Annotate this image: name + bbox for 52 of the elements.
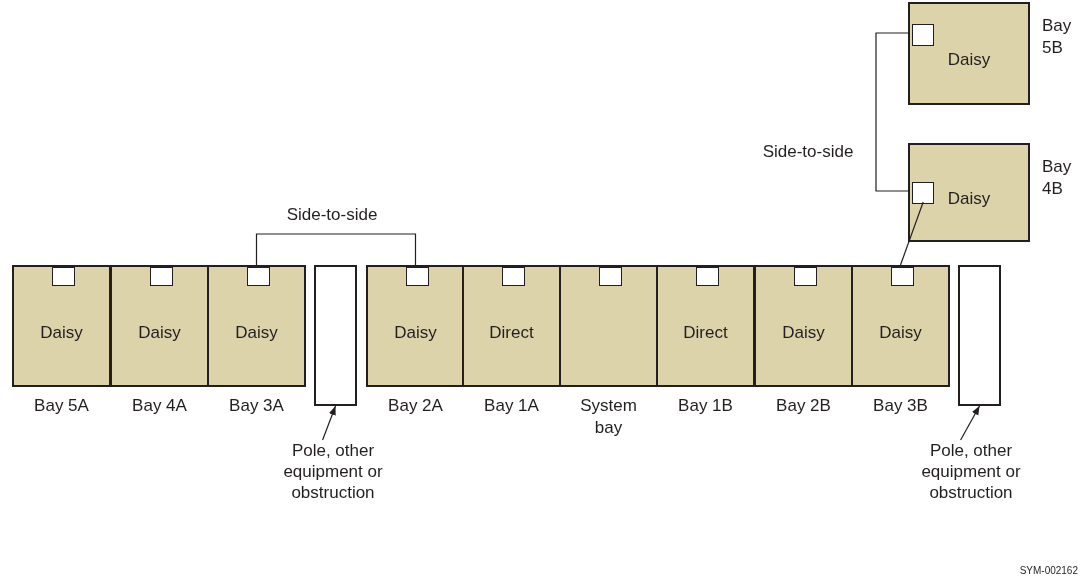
bay-name: Bay 5A xyxy=(33,395,90,417)
bay-name: Bay 2B xyxy=(775,395,832,417)
bay-name: Bay 4A xyxy=(131,395,188,417)
bay-name: Bay 4B xyxy=(1042,156,1073,200)
connector-port xyxy=(150,267,173,286)
obstruction-bar xyxy=(314,265,357,406)
leader-arrow xyxy=(322,405,337,441)
connector-port xyxy=(247,267,270,286)
obstruction-note: Pole, other equipment or obstruction xyxy=(282,440,384,503)
storage-bay xyxy=(754,265,853,387)
connector-port xyxy=(502,267,525,286)
bay-label: Daisy xyxy=(235,321,278,343)
storage-bay xyxy=(656,265,755,387)
storage-bay xyxy=(851,265,950,387)
storage-bay xyxy=(12,265,111,387)
storage-bay xyxy=(559,265,658,387)
bay-label: Direct xyxy=(683,321,728,343)
bay-label: Daisy xyxy=(138,321,181,343)
figure-id: SYM-002162 xyxy=(1019,565,1078,576)
bay-name: Bay 2A xyxy=(387,395,444,417)
bay-name: System bay xyxy=(579,395,638,439)
storage-bay xyxy=(462,265,561,387)
bay-label: Daisy xyxy=(947,188,991,209)
storage-bay xyxy=(908,2,1030,105)
bay-label: Daisy xyxy=(782,321,825,343)
connector-port xyxy=(599,267,622,286)
storage-bay xyxy=(207,265,306,387)
connector-port xyxy=(52,267,75,286)
bay-label: Daisy xyxy=(40,321,83,343)
connector-line xyxy=(899,201,924,266)
bay-name: Bay 1A xyxy=(483,395,540,417)
obstruction-note: Pole, other equipment or obstruction xyxy=(920,440,1022,503)
connector-port xyxy=(912,24,934,46)
bay-label: Daisy xyxy=(394,321,437,343)
connector-port xyxy=(891,267,914,286)
connector-line xyxy=(255,233,417,266)
bay-name: Bay 1B xyxy=(677,395,734,417)
bay-label: Daisy xyxy=(879,321,922,343)
storage-bay xyxy=(110,265,209,387)
connector-port xyxy=(912,182,934,204)
bay-name: Bay 3A xyxy=(228,395,285,417)
bay-name: Bay 5B xyxy=(1042,15,1073,59)
storage-bay xyxy=(908,143,1030,242)
leader-arrow xyxy=(960,405,981,441)
connector-port xyxy=(696,267,719,286)
connector-port xyxy=(794,267,817,286)
obstruction-bar xyxy=(958,265,1001,406)
bay-label: Direct xyxy=(489,321,534,343)
bay-label: Daisy xyxy=(947,49,991,70)
bay-name: Bay 3B xyxy=(872,395,929,417)
storage-bay xyxy=(366,265,465,387)
connector-port xyxy=(406,267,429,286)
